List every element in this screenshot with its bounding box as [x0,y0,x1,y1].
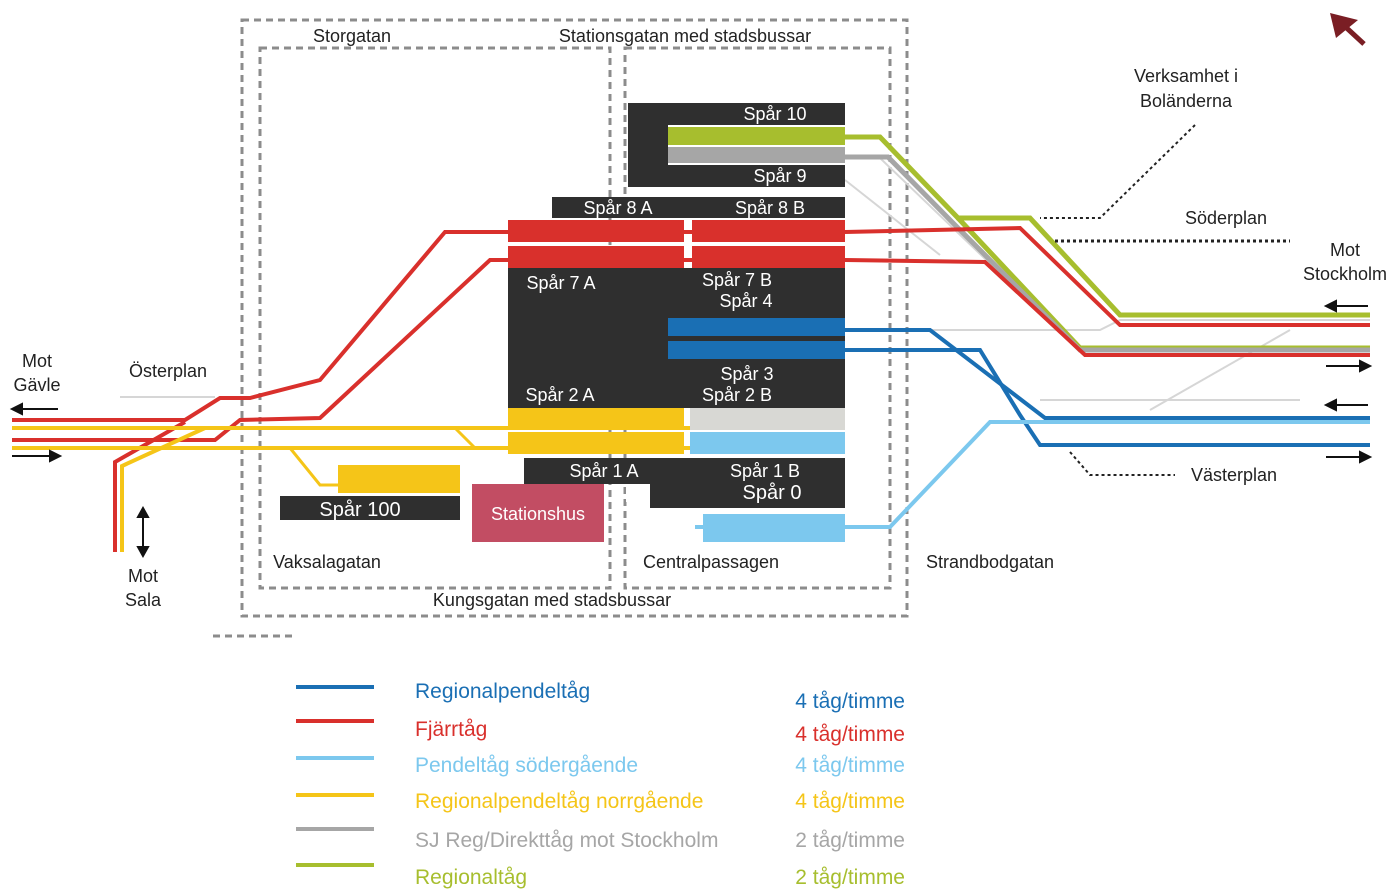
place-mot-gavle-1: Mot [22,351,52,371]
place-mot-sala-2: Sala [125,590,162,610]
platform-main [508,268,845,408]
place-mot-gavle-2: Gävle [13,375,60,395]
bar-spar7b-red [692,246,845,268]
arrow-right-icon [12,449,63,463]
leader-lines [1040,124,1290,476]
bar-spar2a-yellow [508,408,684,430]
label-spar1b: Spår 1 B [730,461,800,481]
place-osterplan: Österplan [129,361,207,381]
stationshus-block [472,484,604,542]
bar-spar4-blue [668,318,845,336]
street-kungsgatan: Kungsgatan med stadsbussar [433,590,671,610]
street-stationsgatan: Stationsgatan med stadsbussar [559,26,811,46]
bar-spar9-grey [668,147,845,163]
bar-spar2b-grey [690,408,845,430]
bar-spar8a-red [508,220,684,242]
arrow-right-icon [1326,450,1373,464]
label-spar3: Spår 3 [720,364,773,384]
legend: Regionalpendeltåg Fjärrtåg Pendeltåg söd… [296,680,905,889]
inner-west-boundary [258,46,612,590]
legend-freq: 4 tåg/timme [795,754,905,777]
platform-spar100 [280,496,460,520]
legend-name: SJ Reg/Direkttåg mot Stockholm [415,829,718,852]
street-strandbodgatan: Strandbodgatan [926,552,1054,572]
platforms [280,103,845,520]
bar-spar10-green [668,127,845,145]
street-vaksalagatan: Vaksalagatan [273,552,381,572]
bar-spar8b-red [692,220,845,242]
arrow-left-icon [1323,398,1368,412]
place-vasterplan: Västerplan [1191,465,1277,485]
label-spar9: Spår 9 [753,166,806,186]
arrow-left-icon [9,402,58,416]
route-regionalpendel-norr-x [453,426,477,450]
platform-spar9 [628,165,845,187]
bar-spar1b-lightblue [690,432,845,454]
place-verksamhet-1: Verksamhet i [1134,66,1238,86]
inner-east-boundary [623,46,892,590]
direction-arrows [9,299,1373,559]
arrow-left-icon [1323,299,1368,313]
route-fjarrtag-north [12,225,1370,422]
outer-boundary [240,18,909,618]
legend-freq: 2 tåg/timme [795,829,905,852]
label-spar100: Spår 100 [319,499,400,521]
north-arrow-icon [1330,13,1366,46]
legend-name: Regionalpendeltåg [415,680,590,703]
legend-freq: 2 tåg/timme [795,866,905,889]
street-centralpassagen: Centralpassagen [643,552,779,572]
label-spar7b: Spår 7 B [702,270,772,290]
place-mot-stockholm-1: Mot [1330,240,1360,260]
legend-name: Pendeltåg södergående [415,754,638,777]
platform-spar8 [552,197,845,218]
bar-spar7a-red [508,246,684,268]
label-spar8a: Spår 8 A [583,198,652,218]
label-stationshus: Stationshus [491,504,585,524]
legend-name: Regionaltåg [415,866,527,889]
arrow-right-icon [1326,359,1373,373]
platform-spar10 [628,103,845,125]
route-regionalpendel-norr-sala [120,426,206,552]
route-fjarrtag-sala [113,420,186,552]
bar-spar0-lightblue [703,514,845,542]
bar-spar1a-yellow [508,432,684,454]
label-spar2b: Spår 2 B [702,385,772,405]
stationshus-gap [626,484,648,502]
legend-name: Regionalpendeltåg norrgående [415,790,703,813]
label-spar1a: Spår 1 A [569,461,638,481]
label-spar4: Spår 4 [719,291,772,311]
route-fjarrtag-south [12,258,1370,442]
street-boundaries [213,18,909,638]
legend-freq: 4 tåg/timme [795,723,905,746]
place-mot-stockholm-2: Stockholm [1303,264,1387,284]
label-spar0: Spår 0 [743,482,802,504]
place-verksamhet-2: Boländerna [1140,91,1233,111]
legend-name: Fjärrtåg [415,718,487,741]
label-spar8b: Spår 8 B [735,198,805,218]
label-spar2a: Spår 2 A [525,385,594,405]
street-storgatan: Storgatan [313,26,391,46]
legend-freq: 4 tåg/timme [795,690,905,713]
platform-spar1b [650,458,845,508]
legend-freq: 4 tåg/timme [795,790,905,813]
label-spar7a: Spår 7 A [526,273,595,293]
bar-spar100-yellow [338,465,460,493]
place-soderplan: Söderplan [1185,208,1267,228]
bar-spar3-blue [668,341,845,359]
label-spar10: Spår 10 [743,104,806,124]
place-mot-sala-1: Mot [128,566,158,586]
route-regionalpendel-2 [665,348,1370,447]
arrow-updown-icon [136,505,150,559]
